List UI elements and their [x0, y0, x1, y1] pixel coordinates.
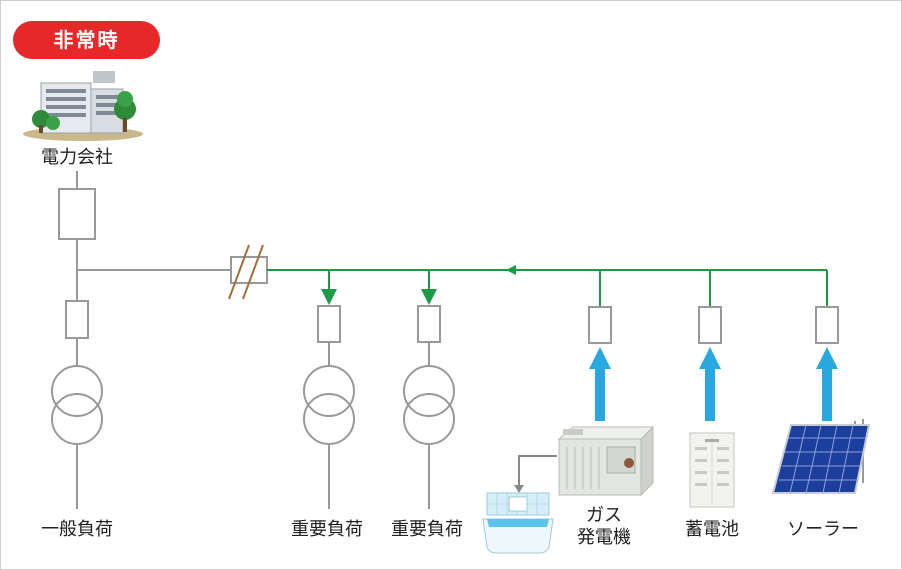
incoming-breaker-box [58, 188, 96, 240]
general-load-transformer-upper [51, 365, 103, 417]
status-badge: 非常時 [13, 21, 160, 59]
disconnect-slash-icon [228, 244, 264, 300]
gas-generator-label-line1: ガス [586, 505, 622, 526]
backup-bus [267, 269, 828, 307]
general-load-breaker [65, 300, 89, 339]
hot-water-arrow-icon [514, 485, 524, 493]
gas-generator-icon [557, 425, 655, 497]
power-company-building-icon [23, 71, 143, 141]
solar-breaker [815, 306, 839, 344]
battery-breaker [698, 306, 722, 344]
hot-water-supply-line [518, 455, 557, 487]
grid-wiring [51, 171, 268, 509]
bathtub-icon [482, 492, 554, 554]
gas-supply-arrow-icon [589, 347, 611, 421]
critical-load-1 [303, 305, 355, 509]
gas-generator-label: ガス 発電機 [577, 505, 631, 549]
critical-load-2-label: 重要負荷 [391, 519, 463, 540]
power-company-label: 電力会社 [41, 147, 113, 168]
general-load-label: 一般負荷 [41, 519, 113, 540]
storage-battery-label: 蓄電池 [685, 519, 739, 540]
solar-label: ソーラー [787, 519, 859, 540]
solar-panel-icon [771, 419, 871, 494]
bus-direction-arrow [506, 265, 516, 275]
critical-load-1-label: 重要負荷 [291, 519, 363, 540]
critical-load-2 [403, 305, 455, 509]
battery-supply-arrow-icon [699, 347, 721, 421]
gas-generator-label-line2: 発電機 [577, 527, 631, 548]
solar-supply-arrow-icon [816, 347, 838, 421]
gas-generator-breaker [588, 306, 612, 344]
storage-battery-icon [689, 432, 735, 508]
